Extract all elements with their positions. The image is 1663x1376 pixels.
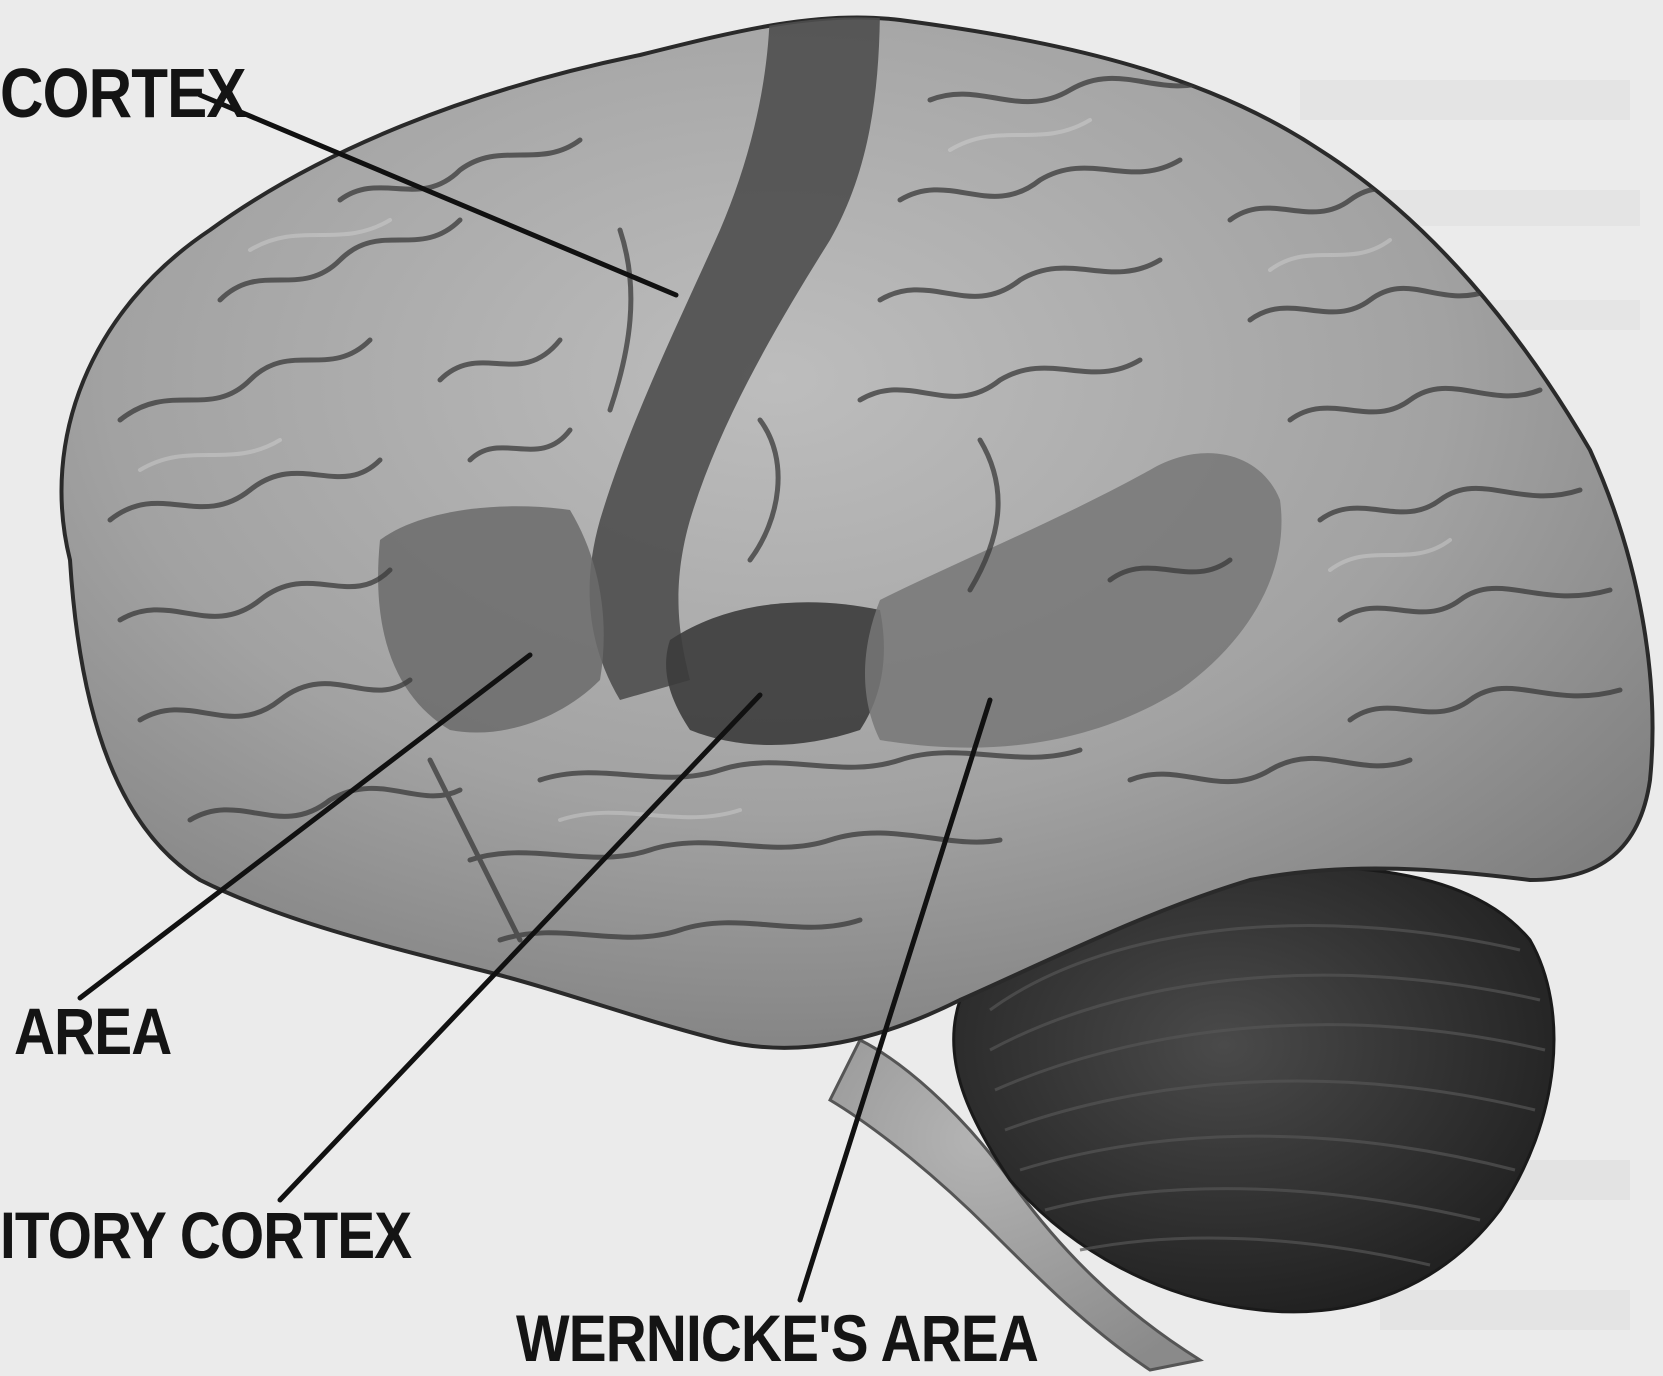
label-wernickes-area: WERNICKE'S AREA xyxy=(516,1305,1038,1371)
label-cortex: CORTEX xyxy=(0,58,246,128)
label-auditory-cortex: ITORY CORTEX xyxy=(0,1202,411,1268)
label-area: AREA xyxy=(14,998,171,1064)
